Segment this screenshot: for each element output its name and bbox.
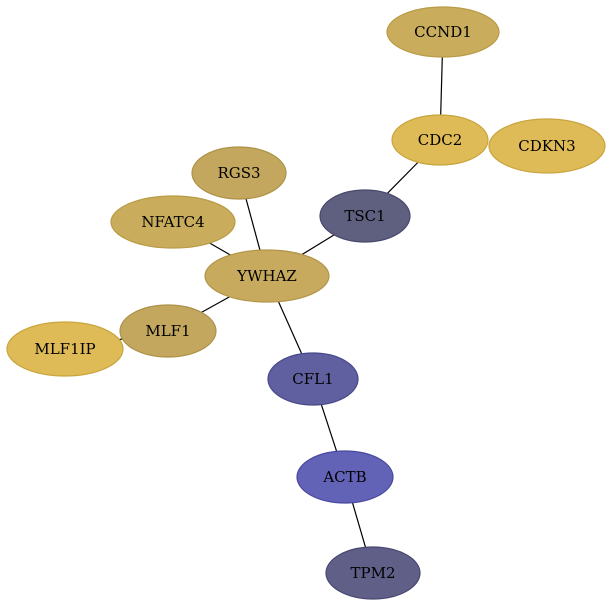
- node-ellipse: [319, 189, 411, 243]
- node-label: ACTB: [322, 468, 366, 486]
- node-label: MLF1IP: [34, 340, 95, 358]
- node-tsc1[interactable]: TSC1: [319, 189, 411, 243]
- node-ellipse: [204, 249, 330, 303]
- node-ellipse: [386, 6, 500, 58]
- node-ellipse: [119, 304, 217, 358]
- node-ywhaz[interactable]: YWHAZ: [204, 249, 330, 303]
- node-ellipse: [191, 146, 287, 200]
- node-label: YWHAZ: [236, 267, 297, 285]
- node-cdc2[interactable]: CDC2: [391, 114, 489, 166]
- edge-nfatc4-ywhaz: [209, 242, 231, 256]
- node-ellipse: [296, 450, 394, 504]
- node-label: CDC2: [418, 131, 463, 149]
- edges-layer: [119, 56, 443, 548]
- node-tpm2[interactable]: TPM2: [325, 546, 421, 600]
- node-label: CDKN3: [518, 137, 575, 155]
- node-rgs3[interactable]: RGS3: [191, 146, 287, 200]
- node-label: RGS3: [217, 164, 260, 182]
- edge-ywhaz-cfl1: [277, 301, 303, 355]
- node-label: TSC1: [344, 207, 385, 225]
- node-cfl1[interactable]: CFL1: [267, 352, 359, 406]
- node-ellipse: [488, 118, 606, 174]
- edge-actb-tpm2: [351, 502, 367, 548]
- node-label: MLF1: [145, 322, 190, 340]
- edge-ccnd1-cdc2: [440, 56, 443, 116]
- node-actb[interactable]: ACTB: [296, 450, 394, 504]
- node-nfatc4[interactable]: NFATC4: [110, 195, 236, 249]
- node-label: CCND1: [414, 23, 472, 41]
- node-mlf1ip[interactable]: MLF1IP: [6, 321, 124, 377]
- node-ellipse: [110, 195, 236, 249]
- node-mlf1[interactable]: MLF1: [119, 304, 217, 358]
- node-ellipse: [391, 114, 489, 166]
- node-label: CFL1: [292, 370, 333, 388]
- node-ccnd1[interactable]: CCND1: [386, 6, 500, 58]
- edge-tsc1-ywhaz: [301, 234, 335, 256]
- edge-cdc2-tsc1: [386, 161, 419, 194]
- edge-cfl1-actb: [320, 404, 338, 452]
- node-ellipse: [325, 546, 421, 600]
- edge-rgs3-ywhaz: [245, 198, 261, 251]
- node-ellipse: [267, 352, 359, 406]
- node-label: NFATC4: [141, 213, 204, 231]
- edge-mlf1-ywhaz: [201, 296, 230, 313]
- node-cdkn3[interactable]: CDKN3: [488, 118, 606, 174]
- node-label: TPM2: [351, 564, 396, 582]
- node-ellipse: [6, 321, 124, 377]
